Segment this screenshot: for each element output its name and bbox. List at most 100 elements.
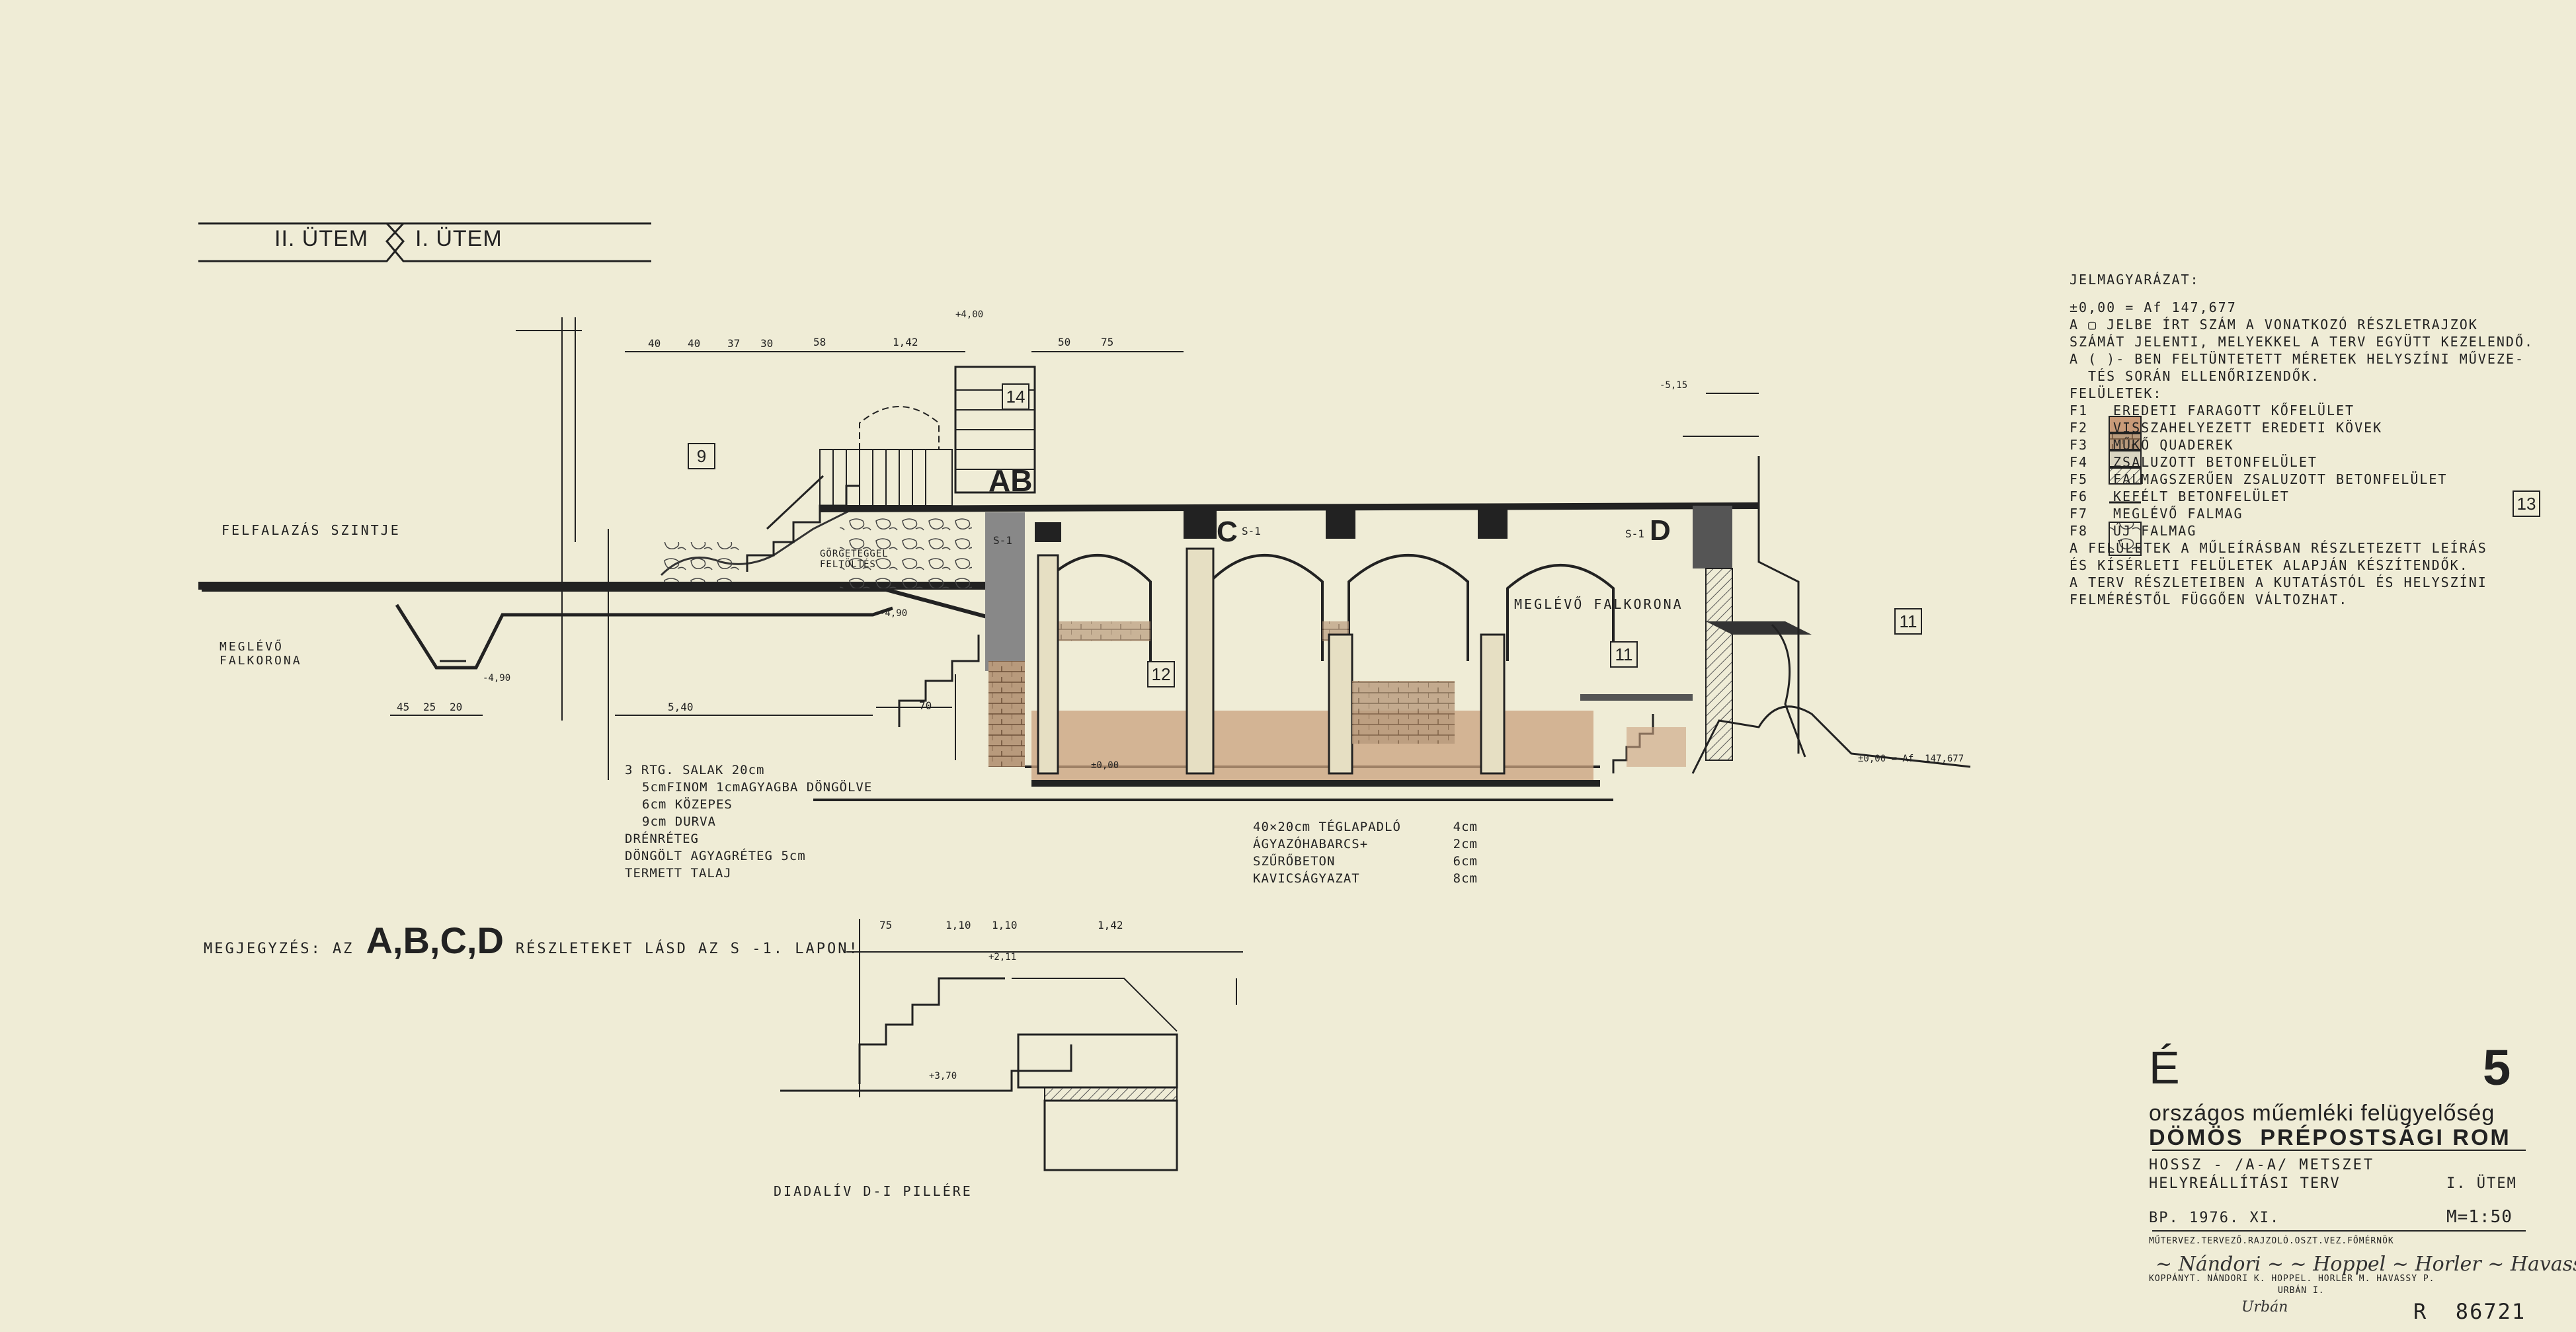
dim-1: 40 [648, 337, 661, 350]
legend-line-4: A ( )- BEN FELTÜNTETETT MÉRETEK HELYSZÍN… [2070, 351, 2525, 367]
legend-title: JELMAGYARÁZAT: [2070, 272, 2200, 288]
legend-surface-4-text: ZSALUZOTT BETONFELÜLET [2113, 454, 2317, 470]
layer-right-1-thickness: 4cm [1453, 820, 1478, 834]
legend-surface-2-code: F2 [2070, 420, 2089, 436]
dim-14: 75 [879, 919, 893, 931]
legend: JELMAGYARÁZAT: ±0,00 = Af 147,677 A ▢ JE… [2070, 271, 2546, 608]
dimension-lines [390, 317, 1759, 780]
layer-left-3: 6cm KÖZEPES [642, 797, 733, 812]
drawing-phase: I. ÜTEM [2446, 1175, 2517, 1192]
legend-footer-4: FELMÉRÉSTŐL FÜGGŐEN VÁLTOZHAT. [2070, 592, 2349, 607]
legend-surface-1-text: EREDETI FARAGOTT KŐFELÜLET [2113, 403, 2355, 418]
level-4: -4,90 [879, 608, 908, 619]
layer-right-4-name: KAVICSÁGYAZAT [1253, 871, 1360, 886]
legend-surface-5-text: FALMAGSZERŰEN ZSALUZOTT BETONFELÜLET [2113, 471, 2448, 487]
legend-surfaces: F1 EREDETI FARAGOTT KŐFELÜLET F2 VISSZAHEL… [2070, 402, 2546, 539]
legend-surface-3: F3 MŰKŐ QUADEREK [2070, 436, 2546, 453]
drawing-title-1: HOSSZ - /A-A/ METSZET [2149, 1157, 2375, 1173]
legend-surface-3-text: MŰKŐ QUADEREK [2113, 437, 2234, 453]
phase-1-label: I. ÜTEM [415, 226, 503, 251]
legend-surface-8-code: F8 [2070, 523, 2089, 539]
legend-surface-1-code: F1 [2070, 403, 2089, 418]
layer-right-2: ÁGYAZÓHABARCS+2cm [1253, 836, 1478, 853]
layer-left-5: DRÉNRÉTEG [625, 832, 699, 846]
section-ref-3: S-1 [1625, 528, 1644, 540]
layer-right-4: KAVICSÁGYAZAT 8cm [1253, 870, 1478, 887]
dim-10: 45 [397, 701, 410, 713]
legend-line-3: SZÁMÁT JELENTI, MELYEKKEL A TERV EGYÜTT … [2070, 334, 2534, 350]
dim-5: 58 [813, 336, 826, 348]
drawing-title-2: HELYREÁLLÍTÁSI TERV [2149, 1175, 2341, 1192]
phase-header-lines [198, 222, 651, 262]
level-5: +3,70 [929, 1071, 957, 1081]
dim-16: 1,42 [1098, 919, 1123, 931]
layer-left-2: 5cmFINOM 1cmAGYAGBA DÖNGÖLVE [642, 780, 873, 795]
rolled-fill-label: GÖRGETEGGEL FELTÖLTÉS [820, 549, 889, 570]
layer-left-6: DÖNGÖLT AGYAGRÉTEG 5cm [625, 849, 806, 863]
dim-12: 20 [450, 701, 463, 713]
sheet-number: 5 [2483, 1040, 2511, 1096]
legend-surface-1: F1 EREDETI FARAGOTT KŐFELÜLET [2070, 402, 2546, 419]
vaulted-hall [813, 456, 1971, 801]
detail-ab: AB [988, 463, 1033, 498]
floor-layers-left: 3 RTG. SALAK 20cm 5cmFINOM 1cmAGYAGBA DÖ… [625, 762, 872, 882]
layer-right-4-thickness: 8cm [1453, 871, 1478, 886]
legend-line-5: TÉS SORÁN ELLENŐRIZENDŐK. [2088, 368, 2321, 384]
layer-right-3-thickness: 6cm [1453, 854, 1478, 869]
signature-urban: Urbán [2241, 1299, 2288, 1315]
dim-8: 75 [1101, 336, 1114, 348]
title-block-lines [2152, 1150, 2526, 1232]
legend-surface-8-text: ÚJ FALMAG [2113, 523, 2197, 539]
tower-14 [819, 366, 1036, 506]
layer-right-2-thickness: 2cm [1453, 837, 1478, 851]
detail-d: D [1650, 514, 1671, 547]
legend-surfaces-title: FELÜLETEK: [2070, 385, 2163, 401]
legend-surface-7-code: F7 [2070, 506, 2089, 522]
detail-box-14: 14 [1002, 383, 1029, 410]
level-3: -4,90 [483, 673, 511, 684]
note-prefix: MEGJEGYZÉS: AZ [204, 941, 354, 957]
detail-box-13: 13 [2513, 490, 2540, 517]
detail-c: C [1217, 516, 1238, 548]
level-6: +4,00 [955, 309, 984, 320]
dim-9: 5,40 [668, 701, 694, 713]
layer-left-4: 9cm DURVA [642, 814, 716, 829]
drawing-date: BP. 1976. XI. [2149, 1210, 2280, 1226]
detail-box-9: 9 [688, 443, 715, 469]
section-ref-2: S-1 [1242, 525, 1261, 537]
detail-box-11b: 11 [1894, 608, 1922, 635]
layer-left-7: TERMETT TALAJ [625, 866, 732, 881]
legend-surface-7-text: MEGLÉVŐ FALMAG [2113, 506, 2243, 522]
dim-17: 1,10 [946, 919, 971, 931]
general-note: MEGJEGYZÉS: AZ A,B,C,D RÉSZLETEKET LÁSD … [204, 919, 860, 962]
level-2: ±0,00 [1091, 760, 1119, 771]
archive-number: R 86721 [2413, 1299, 2526, 1324]
legend-line-2: A ▢ JELBE ÍRT SZÁM A VONATKOZÓ RÉSZLETRA… [2070, 317, 2478, 333]
names-row-2: URBÁN I. [2278, 1286, 2325, 1296]
legend-surface-5: F5 FALMAGSZERŰEN ZSALUZOTT BETONFELÜLET [2070, 471, 2546, 488]
level-7: +2,11 [988, 952, 1017, 962]
legend-surface-4-code: F4 [2070, 454, 2089, 470]
legend-surface-3-code: F3 [2070, 437, 2089, 453]
detail-box-12: 12 [1147, 661, 1175, 687]
dim-2: 40 [688, 337, 701, 350]
dim-11: 25 [423, 701, 436, 713]
legend-surface-5-code: F5 [2070, 471, 2089, 487]
legend-line-1: ±0,00 = Af 147,677 [2070, 299, 2237, 315]
legend-surface-8: F8 ÚJ FALMAG [2070, 522, 2546, 539]
legend-surface-2-text: VISSZAHELYEZETT EREDETI KÖVEK [2113, 420, 2383, 436]
legend-surface-7: F7 MEGLÉVŐ FALMAG [2070, 505, 2546, 522]
section-ref-1: S-1 [993, 534, 1012, 547]
dim-3: 37 [727, 337, 741, 350]
project-name: DÖMÖS PRÉPOSTSÁGI ROM [2149, 1125, 2511, 1150]
title-mark: É [2149, 1042, 2180, 1093]
dim-7: 50 [1058, 336, 1071, 348]
dim-6: 1,42 [893, 336, 918, 348]
note-letters: A,B,C,D [366, 920, 504, 961]
existing-crown-mid-label: MEGLÉVŐ FALKORONA [1514, 596, 1683, 612]
